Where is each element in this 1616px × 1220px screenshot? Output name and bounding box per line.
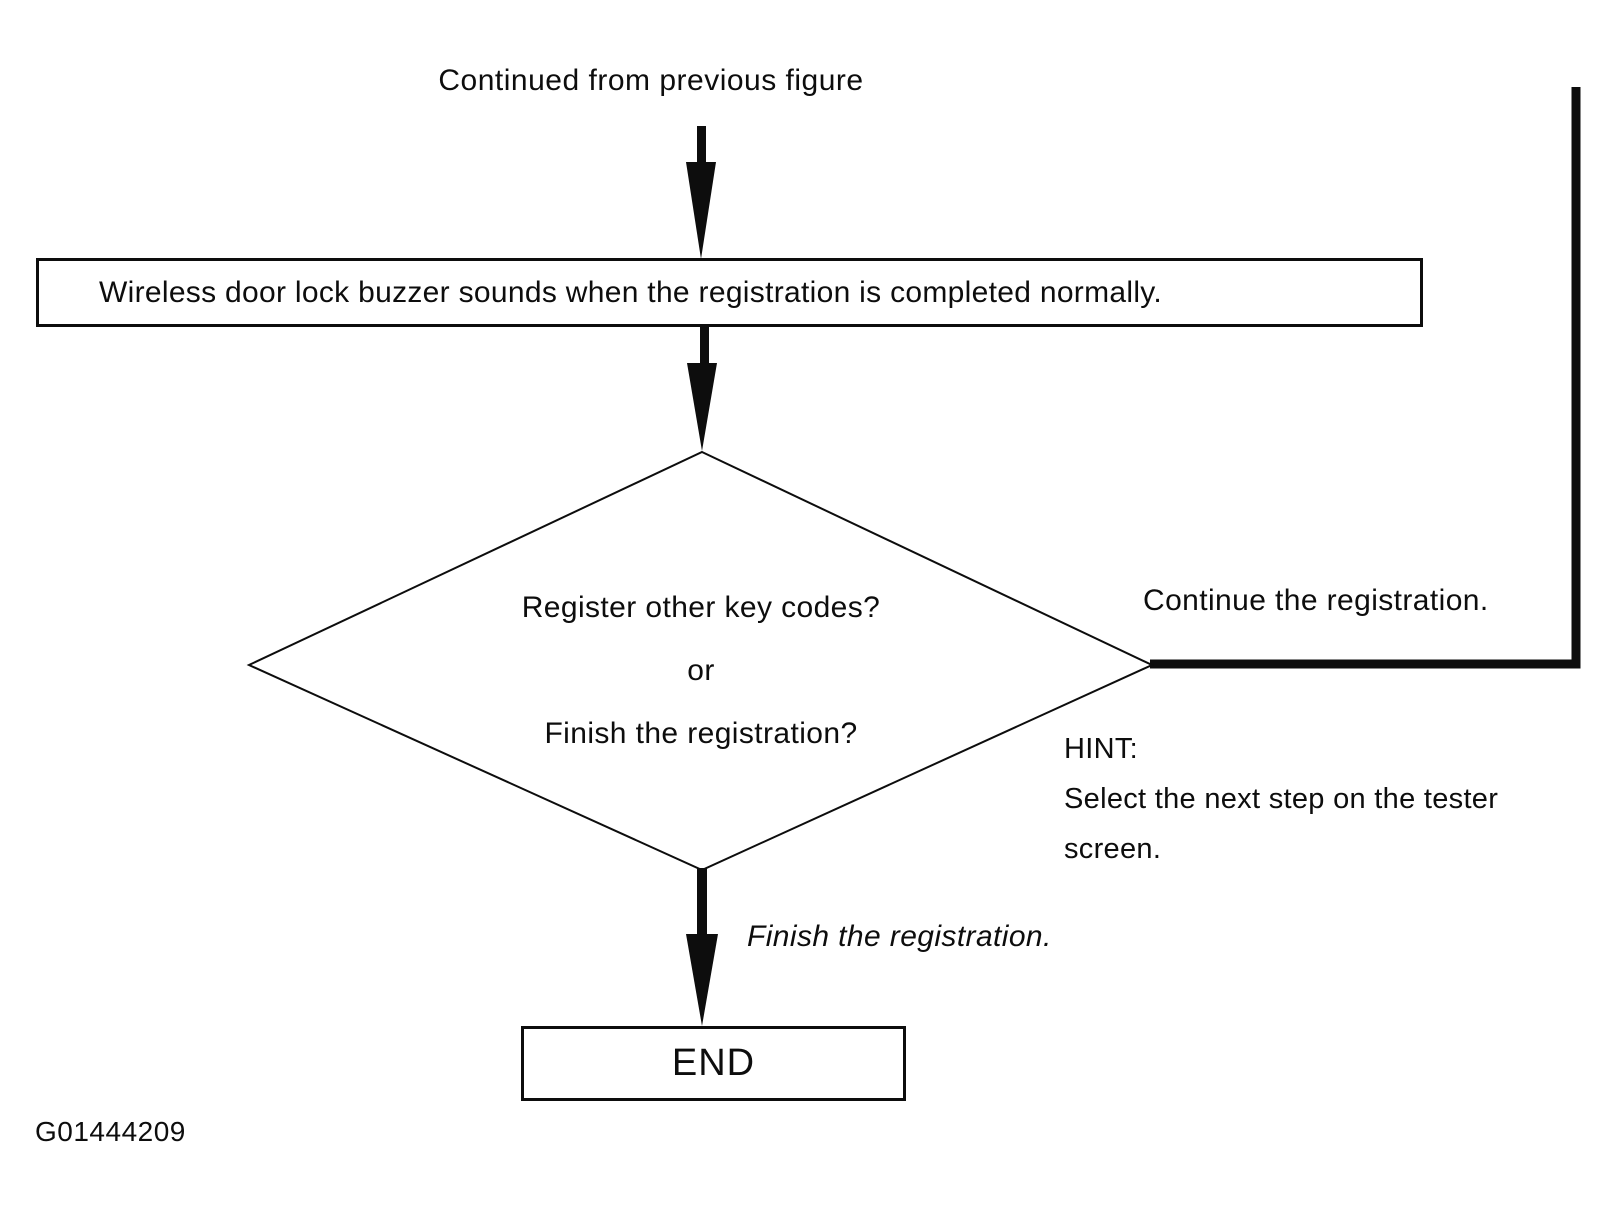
continued-from-label: Continued from previous figure: [438, 64, 864, 97]
decision-text: Register other key codes? or Finish the …: [400, 576, 1002, 765]
hint-title: HINT:: [1064, 733, 1138, 765]
hint-line-1: Select the next step on the tester: [1064, 783, 1499, 815]
process-box-text: Wireless door lock buzzer sounds when th…: [99, 275, 1163, 309]
decision-line-2: or: [687, 654, 715, 687]
end-box: END: [521, 1026, 906, 1101]
loop-connector-line: [1150, 87, 1581, 669]
loop-branch-label: Continue the registration.: [1143, 584, 1489, 617]
decision-line-1: Register other key codes?: [521, 591, 881, 624]
figure-code: G01444209: [35, 1116, 186, 1147]
process-box: Wireless door lock buzzer sounds when th…: [36, 258, 1423, 327]
hint-line-2: screen.: [1064, 833, 1162, 865]
arrow-continued-to-process-icon: [686, 126, 716, 259]
arrow-process-to-decision-icon: [687, 327, 717, 451]
arrow-decision-to-end-icon: [686, 868, 718, 1026]
end-box-text: END: [671, 1042, 756, 1084]
decision-line-3: Finish the registration?: [544, 717, 858, 750]
hint-block: HINT: Select the next step on the tester…: [1064, 724, 1498, 874]
down-branch-label: Finish the registration.: [747, 920, 1052, 953]
